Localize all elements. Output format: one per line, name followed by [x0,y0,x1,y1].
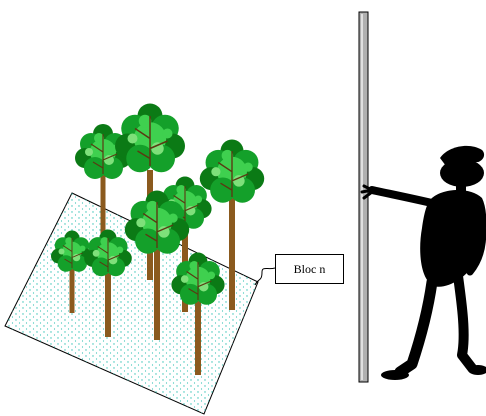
connector-line [254,267,276,286]
tree-icon [124,189,190,340]
tree-icon [74,123,132,251]
tree-icon [83,228,133,337]
bloc-label: Bloc n [275,254,344,284]
silhouette-person [360,145,486,380]
tree-icon [50,230,94,313]
tree-icon [170,251,226,375]
tree-icon [199,138,265,310]
